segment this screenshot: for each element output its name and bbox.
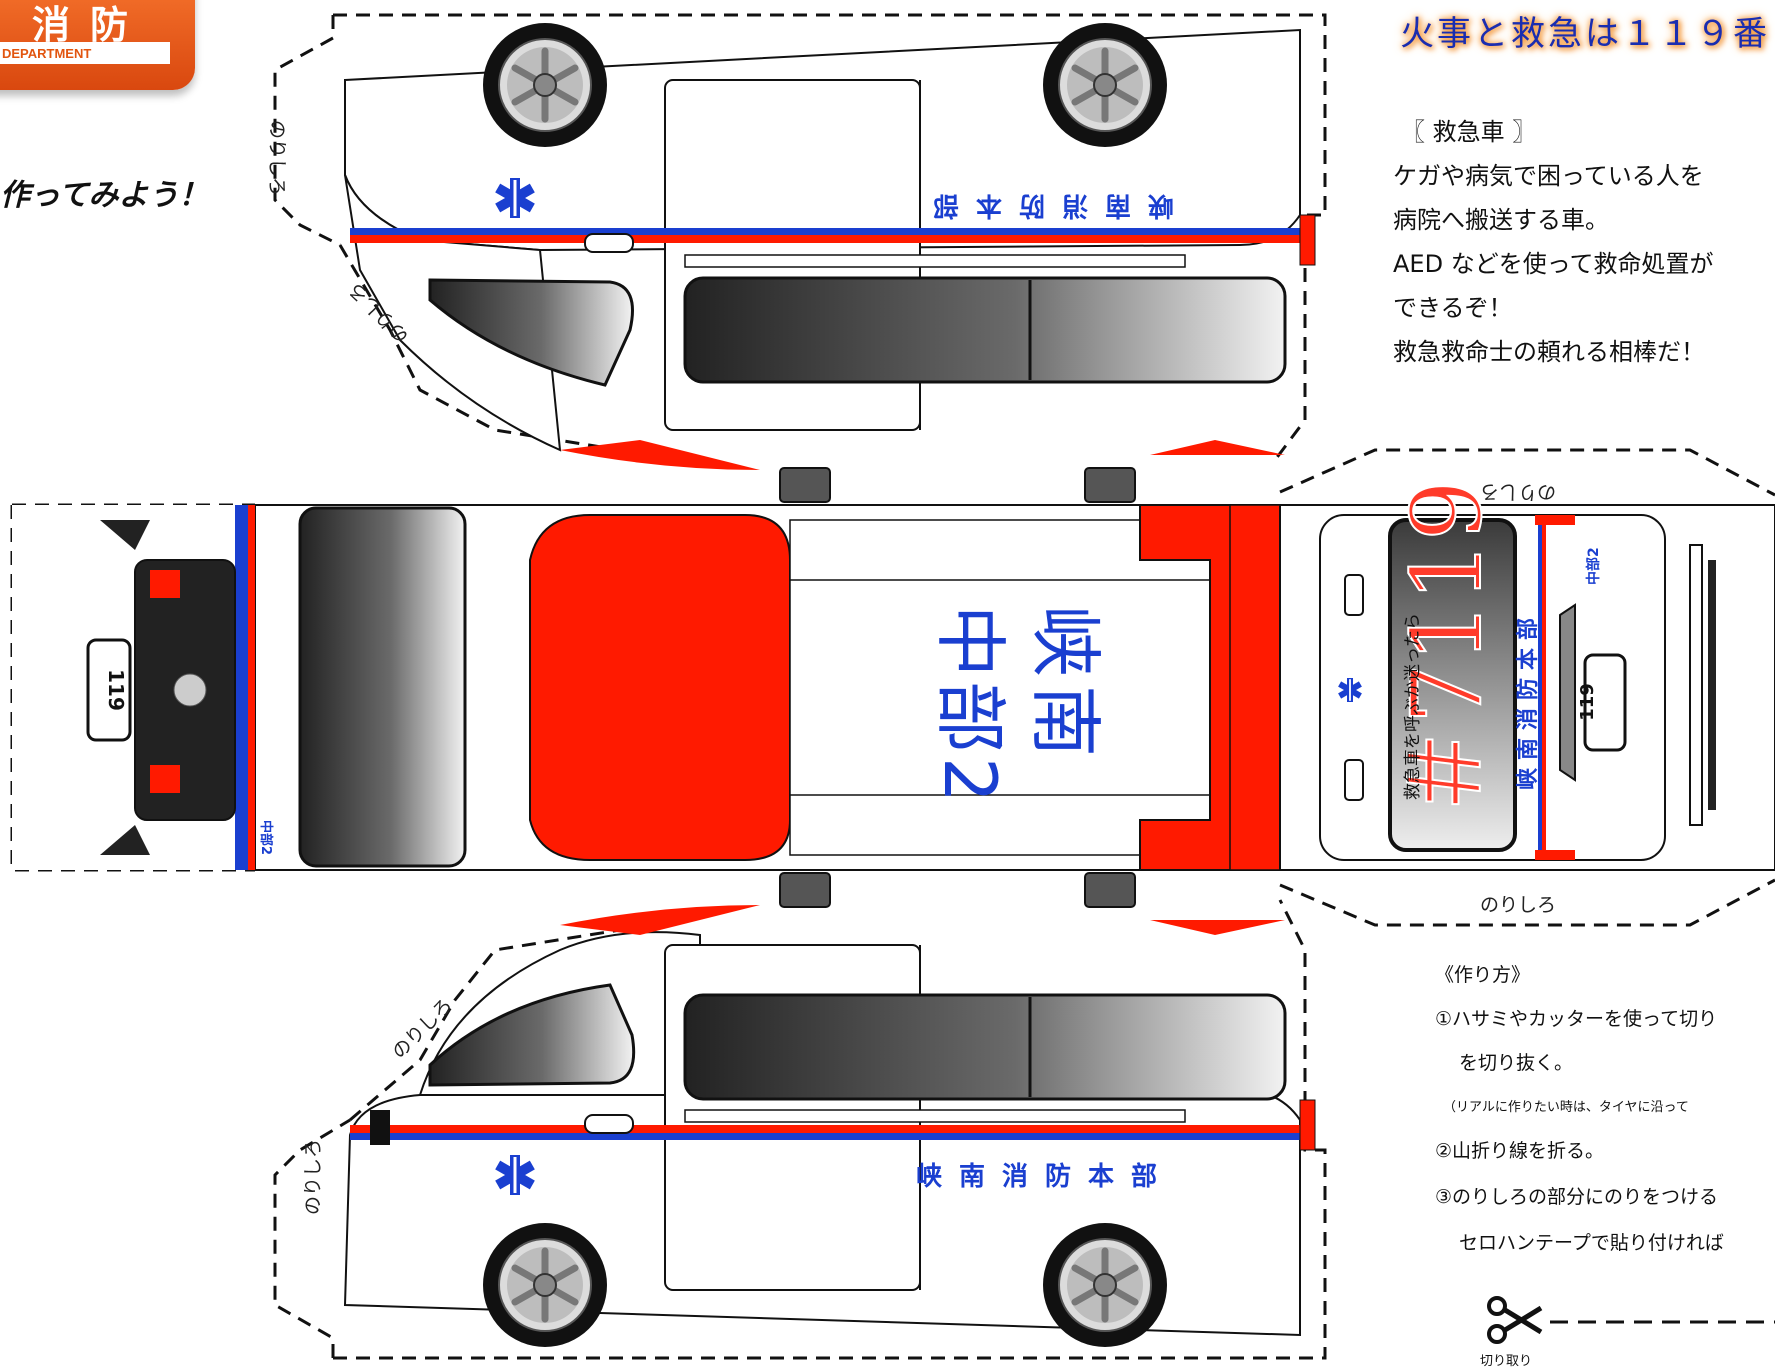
fire-department-logo: 消防 DEPARTMENT: [0, 0, 195, 90]
glue-tab-label: のりしろ: [1480, 481, 1557, 503]
front-plate: 119: [104, 669, 128, 711]
description-line: 病院へ搬送する車。: [1393, 206, 1609, 234]
roof-station: 峡南: [1023, 605, 1107, 765]
description-line: ケガや病気で困っている人を: [1393, 162, 1704, 190]
lets-make-heading: 作ってみよう！: [0, 178, 209, 213]
instructions-heading: 《作り方》: [1435, 964, 1531, 986]
logo-kanji: 消防: [32, 2, 149, 47]
side-view-bottom: 峡南消防本部: [343, 905, 1316, 1347]
rear-unit: 中部2: [1585, 547, 1602, 585]
front-unit: 中部2: [258, 820, 274, 855]
instruction-step-2: ②山折り線を折る。: [1435, 1140, 1605, 1162]
rear-plate: 119: [1577, 683, 1598, 721]
rear-slogan: 救急車を呼ぶか迷ったら: [1403, 613, 1423, 800]
roof-unit: 中部2: [928, 605, 1012, 807]
rear-panel: ＃7119 救急車を呼ぶか迷ったら 峡南消防本部 中部2 119: [1279, 479, 1775, 871]
instruction-step-1-cont: を切り抜く。: [1459, 1052, 1574, 1074]
side-view-top: 峡南消防本部: [344, 23, 1316, 470]
rear-name: 峡南消防本部: [1515, 610, 1541, 790]
description-line: できるぞ！: [1393, 294, 1513, 322]
description-line: AED などを使って救命処置が: [1393, 250, 1714, 278]
logo-english: DEPARTMENT: [2, 46, 92, 61]
glue-tab-label: のりしろ: [266, 120, 288, 197]
instruction-step-1-note: （リアルに作りたい時は、タイヤに沿って: [1443, 1100, 1689, 1115]
logo-band: DEPARTMENT: [0, 42, 170, 64]
glue-tab-label: のりしろ: [1480, 894, 1557, 916]
page-title: 火事と救急は１１９番: [1400, 14, 1770, 54]
glue-tab-label: のりしろ: [302, 1138, 324, 1215]
scissors-icon: [1487, 1296, 1543, 1344]
instruction-step-3-cont: セロハンテープで貼り付ければ: [1459, 1232, 1724, 1254]
cut-label: 切り取り: [1480, 1354, 1533, 1369]
description-line: 救急救命士の頼れる相棒だ！: [1393, 338, 1705, 366]
rear-number: ＃7119: [1391, 480, 1503, 820]
description-block: 〖 救急車 〗 ケガや病気で困っている人を 病院へ搬送する車。 AED などを使…: [1393, 110, 1714, 374]
roof-panel: 119 中部2 峡南 中部2: [12, 467, 1281, 908]
side-name-bottom: 峡南消防本部: [916, 1162, 1174, 1192]
instruction-step-1: ①ハサミやカッターを使って切り: [1435, 1008, 1718, 1030]
side-name-top: 峡南消防本部: [916, 190, 1174, 220]
instruction-step-3: ③のりしろの部分にのりをつける: [1435, 1186, 1719, 1208]
description-heading: 〖 救急車 〗: [1401, 118, 1537, 146]
